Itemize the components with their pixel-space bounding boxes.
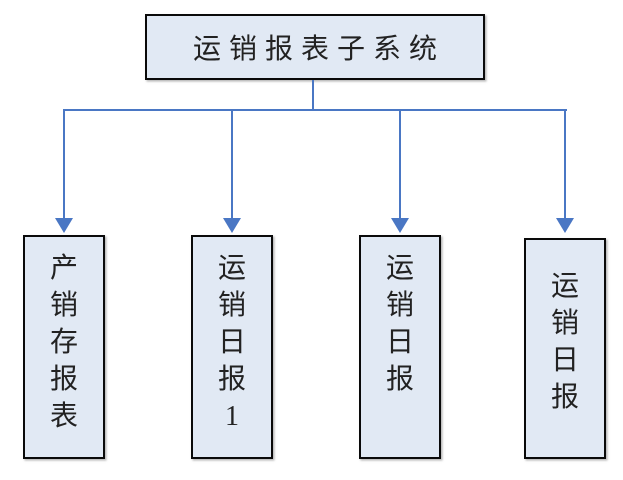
connector-drop-4 (564, 109, 566, 221)
connector-drop-1 (63, 109, 65, 221)
arrow-down-icon (556, 218, 574, 233)
connector-drop-3 (399, 109, 401, 221)
root-node: 运销报表子系统 (145, 14, 485, 80)
connector-horizontal-bar (63, 109, 567, 111)
child-node-transport-sales-daily-report: 运销日报 (359, 235, 441, 459)
connector-root-stub (312, 80, 314, 110)
child-node-production-sales-inventory-report: 产销存报表 (23, 235, 105, 459)
arrow-down-icon (391, 218, 409, 233)
root-node-label: 运销报表子系统 (192, 34, 445, 65)
child-node-transport-sales-daily-report: 运销日报 (524, 238, 606, 459)
connector-drop-2 (231, 109, 233, 221)
arrow-down-icon (55, 218, 73, 233)
arrow-down-icon (223, 218, 241, 233)
